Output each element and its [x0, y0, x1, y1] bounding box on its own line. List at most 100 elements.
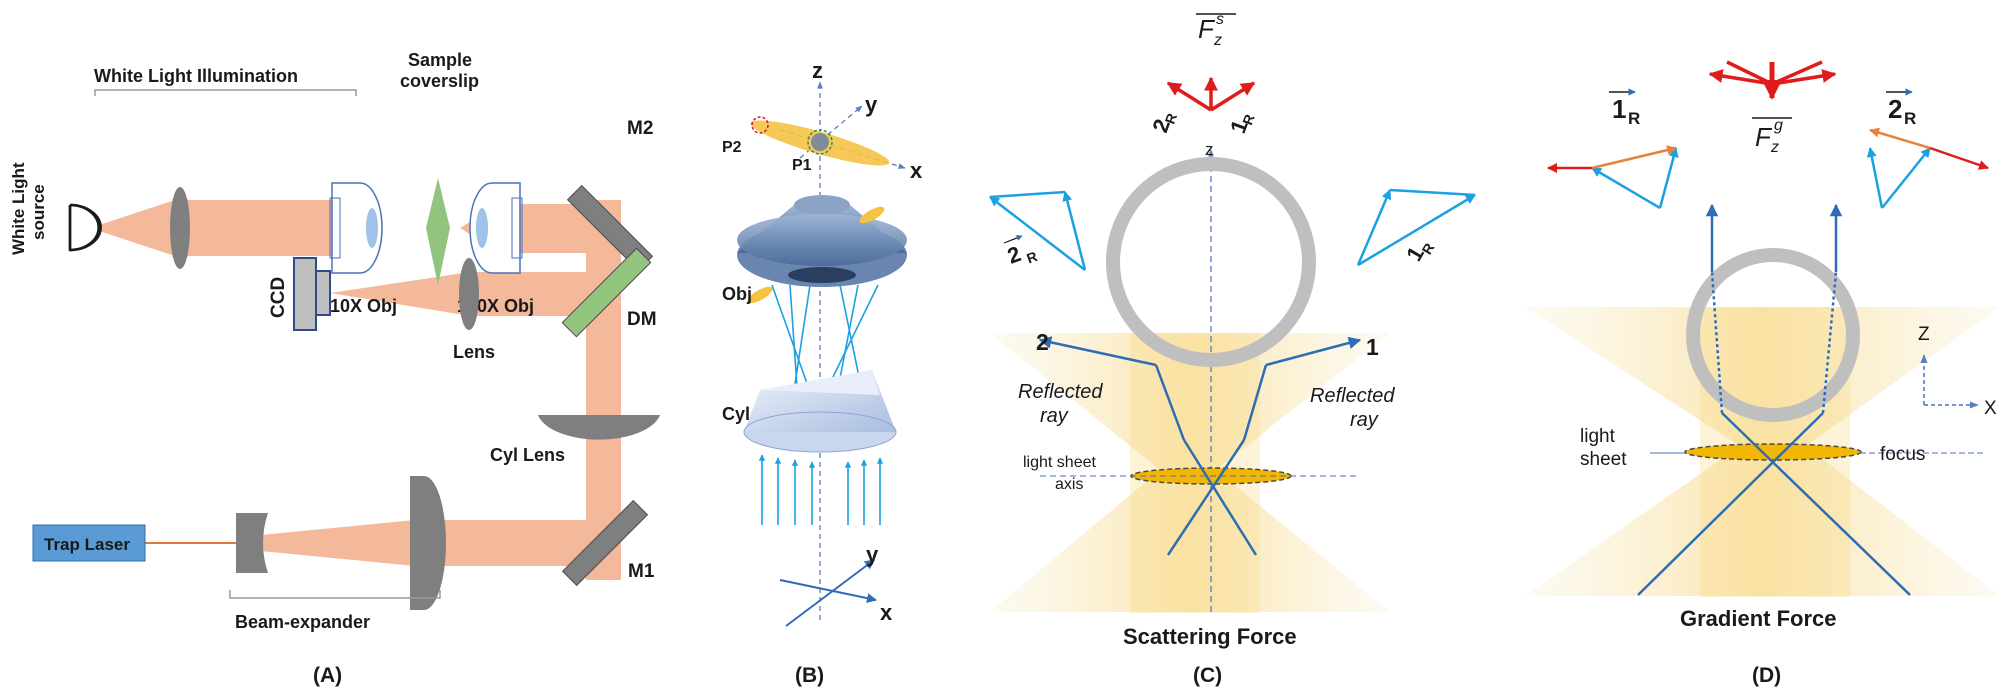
c-reflected-right-2: ray — [1350, 409, 1379, 431]
mirror-m1 — [561, 499, 649, 587]
obj10-label: 10X Obj — [330, 296, 397, 316]
cyl-label: Cyl — [722, 404, 750, 424]
coverslip-label: coverslip — [400, 71, 479, 91]
d-right-force-triangle — [1866, 127, 1989, 209]
d-particle-ring — [1686, 248, 1860, 422]
d-r1-num: 1 — [1612, 94, 1626, 124]
c-ray-right-out — [1154, 364, 1186, 441]
c-ray-right-in — [1182, 439, 1258, 556]
caption-c: (C) — [1193, 664, 1222, 687]
c-fs-sup: s — [1216, 11, 1224, 28]
objective-100x-icon — [469, 182, 523, 274]
panel-d-gradient-force: light sheet focus 1 R 2 R — [1525, 60, 2000, 687]
tube-lens — [459, 258, 479, 330]
c-scattering-force-arrows — [1166, 76, 1256, 112]
beam-expander-label: Beam-expander — [235, 612, 370, 632]
c-fs-base: F — [1198, 14, 1216, 44]
illumination-beam — [90, 200, 175, 256]
c-z-label: z — [1205, 140, 1214, 159]
c-ray1-label: 1 — [1366, 334, 1379, 360]
d-gradient-force-arrows — [1708, 60, 1837, 100]
obj-label: Obj — [722, 284, 752, 304]
vertical-beam — [586, 200, 621, 580]
light-sheet-label-2: axis — [1055, 476, 1083, 493]
cylindrical-lens-3d-icon — [743, 370, 897, 453]
d-fg-sub: z — [1770, 139, 1779, 156]
white-light-label: White Light — [9, 162, 28, 255]
d-light-sheet-focus — [1684, 443, 1862, 461]
trap-laser-box — [32, 524, 146, 562]
d-ray-left — [1637, 412, 1824, 596]
d-light-label-1: light — [1580, 426, 1616, 447]
sample-label: Sample — [408, 50, 472, 70]
d-upper-cone — [1525, 307, 2000, 446]
lower-y-axis — [785, 559, 875, 627]
light-sheet-label-1: light sheet — [1023, 454, 1096, 471]
dichroic-mirror — [561, 247, 652, 338]
particle-ring — [1106, 157, 1316, 367]
c-ray-left-in — [1166, 439, 1246, 556]
particle-p1-ring — [807, 129, 833, 155]
incoming-rays — [758, 454, 884, 525]
d-title: Gradient Force — [1680, 606, 1836, 631]
d-light-label-2: sheet — [1580, 449, 1627, 470]
d-left-force-triangle — [1547, 145, 1679, 210]
lower-x-axis — [779, 579, 877, 604]
y-axis-label: y — [865, 92, 878, 117]
expander-beam-main — [415, 520, 605, 566]
d-focus-label: focus — [1880, 444, 1925, 465]
particle-p1 — [811, 133, 829, 151]
expander-beam — [240, 520, 415, 566]
c-reflected-ray-2 — [1038, 336, 1157, 367]
c-left-vec-bar — [1003, 235, 1023, 244]
panel-c-scattering-force: z light sheet axis 2 1 Reflected ray Ref… — [989, 11, 1476, 687]
ccd-body — [293, 257, 317, 331]
objective-10x-icon — [329, 182, 383, 274]
z-axis-label: z — [812, 58, 823, 83]
ccd-label: CCD — [268, 277, 289, 318]
c-left-vec-num: 2 — [1004, 241, 1024, 269]
panel-b-light-sheet-3d: z y x P1 P2 Obj — [722, 58, 923, 687]
d-lower-cone — [1525, 446, 2000, 596]
c-ray2-label: 2 — [1036, 329, 1049, 355]
m1-label: M1 — [628, 561, 655, 582]
c-reflected-left-2: ray — [1040, 405, 1069, 427]
white-light-illumination-label: White Light Illumination — [94, 66, 298, 86]
p1-label: P1 — [792, 157, 812, 174]
objective-3d-icon — [737, 195, 907, 304]
expander-concave-lens — [236, 513, 268, 573]
c-reflected-left-1: Reflected — [1018, 381, 1103, 403]
trap-laser-label: Trap Laser — [44, 535, 130, 554]
c-reflected-ray-1 — [1265, 336, 1362, 367]
source-label: source — [29, 184, 48, 240]
expander-bracket — [229, 590, 441, 599]
lower-cone — [990, 470, 1390, 612]
cylindrical-lens — [538, 415, 660, 440]
particle-p2-ring — [751, 116, 769, 134]
cyl-lens-label: Cyl Lens — [490, 445, 565, 465]
lower-y-label: y — [866, 542, 879, 567]
p2-label: P2 — [722, 139, 742, 156]
caption-d: (D) — [1752, 664, 1781, 687]
c-title: Scattering Force — [1123, 624, 1297, 649]
illumination-bracket — [94, 89, 357, 96]
d-ray-right — [1721, 412, 1911, 596]
c-ray-left-out — [1242, 364, 1268, 441]
c-fs-sub: z — [1213, 32, 1222, 49]
caption-b: (B) — [795, 664, 824, 687]
ccd-front — [315, 270, 331, 316]
caption-a: (A) — [313, 664, 342, 687]
m2-label: M2 — [627, 118, 653, 139]
c-left-force-triangle — [989, 190, 1087, 271]
panel-a-optical-setup: White Light source White Light Illuminat… — [9, 50, 660, 687]
d-r2-sub: R — [1904, 109, 1916, 128]
ccd-beam-main — [470, 272, 590, 316]
d-fg-base: F — [1755, 122, 1773, 152]
c-reflected-right-1: Reflected — [1310, 385, 1395, 407]
lower-x-label: x — [880, 600, 893, 625]
ccd-beam — [330, 272, 470, 316]
sample-coverslip — [426, 178, 450, 285]
white-light-source-icon — [68, 203, 100, 252]
d-X-label: X — [1984, 398, 1997, 419]
